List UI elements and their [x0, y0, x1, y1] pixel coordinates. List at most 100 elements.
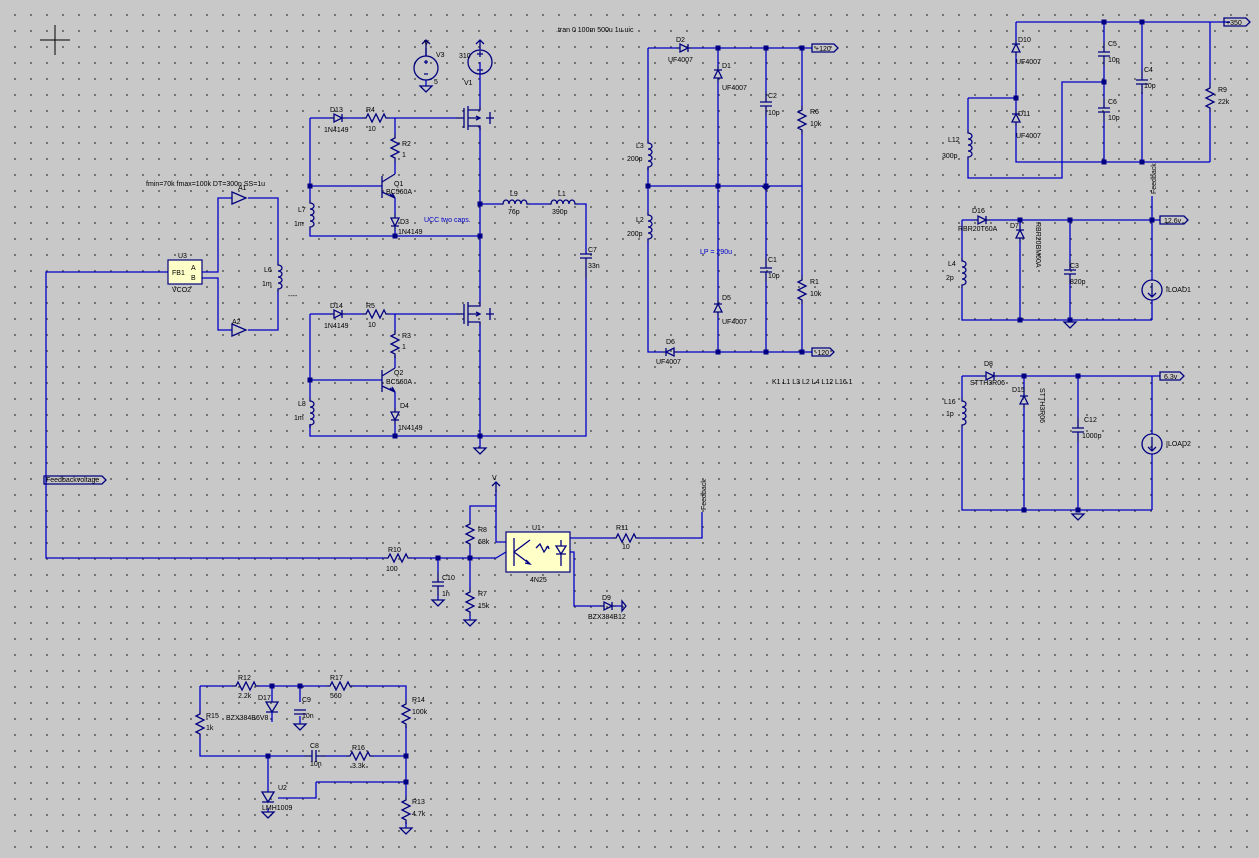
ground-icon	[1063, 321, 1077, 329]
component-label: 1	[402, 344, 406, 351]
resistor-r7-symbol[interactable]	[465, 587, 475, 617]
resistor-r6-symbol[interactable]	[797, 105, 807, 135]
component-label: 22k	[1218, 99, 1230, 106]
net-flag-p350[interactable]	[1223, 17, 1251, 27]
supply-arrow-icon	[421, 39, 431, 56]
net-flag-12v6[interactable]	[1159, 215, 1189, 225]
component-label: R17	[330, 675, 343, 682]
component-label: 300p	[942, 153, 958, 160]
net-flag-p120[interactable]	[811, 43, 839, 53]
capacitor-c7-symbol[interactable]	[580, 253, 592, 278]
vco-block[interactable]	[167, 259, 203, 285]
inductor-l12-symbol[interactable]	[967, 129, 973, 161]
resistor-r13-symbol[interactable]	[401, 795, 411, 825]
component-label: C4	[1144, 67, 1153, 74]
component-label: D11	[1018, 111, 1030, 118]
resistor-r17-symbol[interactable]	[325, 681, 355, 691]
inductor-l16-symbol[interactable]	[961, 397, 967, 429]
transistor-q1-symbol[interactable]	[381, 173, 396, 199]
inductor-l9-symbol[interactable]	[499, 199, 531, 205]
resistor-r5-symbol[interactable]	[361, 309, 391, 319]
component-label: LMH1009	[262, 805, 292, 812]
diode-d14-symbol[interactable]	[329, 309, 347, 319]
resistor-r12-symbol[interactable]	[231, 681, 261, 691]
component-label: R15	[206, 713, 219, 720]
buffer-a2-symbol[interactable]	[231, 323, 248, 337]
source-v3-symbol[interactable]	[413, 55, 439, 81]
component-label: Q2	[394, 370, 403, 377]
component-label: 10n	[310, 761, 322, 768]
diode-d16-symbol[interactable]	[973, 215, 991, 225]
ground-icon	[1071, 513, 1085, 521]
inductor-l7-symbol[interactable]	[309, 199, 315, 231]
net-flag-6v3[interactable]	[1159, 371, 1185, 381]
component-label: 560	[330, 693, 342, 700]
diode-d8-symbol[interactable]	[981, 371, 999, 381]
diode-d9-symbol[interactable]	[599, 601, 617, 611]
diode-d1-symbol[interactable]	[713, 65, 723, 83]
resistor-r4-symbol[interactable]	[361, 113, 391, 123]
capacitor-c8-symbol[interactable]	[304, 750, 326, 762]
resistor-r14-symbol[interactable]	[401, 699, 411, 729]
component-label: L7	[298, 207, 306, 214]
shunt-ref-u2-symbol[interactable]	[260, 791, 276, 804]
resistor-r10-symbol[interactable]	[383, 553, 413, 563]
component-label: R12	[238, 675, 251, 682]
net-feedback-label-2: Feedback	[701, 479, 708, 510]
inductor-l1-symbol[interactable]	[547, 199, 579, 205]
component-label: D9	[602, 595, 611, 602]
component-label: 10p	[1108, 57, 1120, 64]
net-flag-m120[interactable]	[811, 347, 835, 357]
inductor-l6-symbol[interactable]	[277, 261, 283, 293]
capacitor-c9-symbol[interactable]	[294, 709, 306, 715]
component-label: R13	[412, 799, 425, 806]
inductor-l3-symbol[interactable]	[647, 139, 653, 171]
inductor-l4-symbol[interactable]	[961, 257, 967, 289]
component-label: D2	[676, 37, 685, 44]
resistor-r2-symbol[interactable]	[390, 133, 400, 163]
transistor-q2-symbol[interactable]	[381, 367, 396, 393]
resistor-r11-symbol[interactable]	[611, 533, 641, 543]
diode-d13-symbol[interactable]	[329, 113, 347, 123]
current-load-2-symbol[interactable]	[1141, 433, 1163, 455]
component-label: D17	[258, 695, 271, 702]
buffer-a1-symbol[interactable]	[231, 191, 248, 205]
diode-d6-symbol[interactable]	[661, 347, 679, 357]
component-label: 10n	[302, 713, 314, 720]
diode-d5-symbol[interactable]	[713, 299, 723, 317]
component-label: 1m	[294, 221, 304, 228]
component-label: R11	[616, 525, 628, 532]
component-label: 1	[402, 152, 406, 159]
resistor-r9-symbol[interactable]	[1205, 83, 1215, 113]
diode-d3-symbol[interactable]	[390, 213, 400, 231]
mosfet-upper-symbol[interactable]	[456, 106, 494, 130]
diode-d4-symbol[interactable]	[390, 407, 400, 425]
ground-icon	[431, 599, 445, 607]
resistor-r3-symbol[interactable]	[390, 329, 400, 359]
component-label: R1	[810, 279, 819, 286]
diode-d15-symbol[interactable]	[1019, 391, 1029, 409]
component-label: 1m	[262, 281, 272, 288]
resistor-r16-symbol[interactable]	[345, 751, 375, 761]
component-label: 1N4149	[324, 127, 349, 134]
vco-name: U3	[178, 253, 187, 260]
resistor-r15-symbol[interactable]	[195, 709, 205, 739]
diode-d2-symbol[interactable]	[675, 43, 693, 53]
component-label: 10p	[768, 273, 780, 280]
resistor-r1-symbol[interactable]	[797, 275, 807, 305]
optocoupler-u1-symbol[interactable]	[505, 531, 571, 573]
inductor-l8-symbol[interactable]	[309, 397, 315, 429]
resistor-r8-symbol[interactable]	[465, 519, 475, 549]
component-label: D13	[330, 107, 343, 114]
component-label: 10p	[1144, 83, 1156, 90]
net-flag-feedbackvoltage[interactable]	[43, 475, 107, 485]
component-label: R7	[478, 591, 487, 598]
component-label: 10	[368, 322, 376, 329]
inductor-l2-symbol[interactable]	[647, 211, 653, 243]
component-label: RBR20T60A	[958, 226, 998, 233]
mosfet-lower-symbol[interactable]	[456, 302, 494, 326]
zener-d17-symbol[interactable]	[264, 701, 280, 714]
current-load-1-symbol[interactable]	[1141, 279, 1163, 301]
